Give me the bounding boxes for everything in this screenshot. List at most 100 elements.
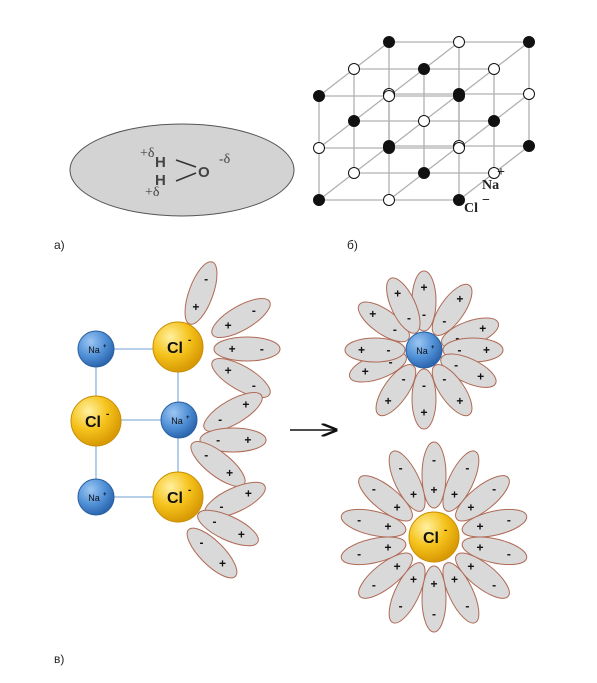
lattice-bond [318, 68, 355, 97]
water-dipole: +- [386, 277, 421, 334]
dipole-ellipse [411, 368, 437, 430]
dipole-plus: + [420, 281, 427, 295]
dipole-ellipse [184, 261, 218, 325]
water-dipole: +- [442, 450, 480, 512]
dipole-plus: + [226, 466, 233, 480]
lattice-chlorine-label: Cl [464, 201, 478, 216]
water-dipole: +- [199, 427, 267, 453]
chloride-atom [418, 63, 430, 75]
dipole-ellipse [455, 475, 510, 522]
sodium-atom [453, 142, 465, 154]
dipole-minus: - [372, 578, 376, 592]
dipole-plus: + [483, 343, 490, 357]
chloride-ion-label: Cl [167, 490, 183, 507]
water-dipole: +- [442, 562, 480, 624]
lattice-bond [423, 145, 460, 174]
dipole-minus: - [454, 358, 458, 372]
water-dipole: +- [388, 562, 426, 624]
dipole-plus: + [410, 488, 417, 502]
dipole-minus: - [252, 378, 256, 392]
dipole-ellipse [388, 562, 426, 624]
chloride-atom [523, 140, 535, 152]
sodium-ion: Na+ [77, 478, 115, 516]
lattice-bond [458, 172, 495, 201]
dipole-ellipse [211, 298, 271, 338]
dipole-ellipse [386, 277, 421, 334]
dipole-minus: - [216, 433, 220, 447]
ion-sphere [77, 478, 115, 516]
dipole-minus: - [407, 311, 411, 325]
sodium-ion-charge: + [103, 492, 107, 498]
dipole-minus: - [432, 607, 436, 621]
dipole-plus: + [245, 487, 252, 501]
dipole-minus: - [507, 547, 511, 561]
sodium-ion-charge: + [186, 415, 190, 421]
lattice-bond [493, 41, 530, 70]
dipole-minus: - [220, 499, 224, 513]
dipole-plus: + [420, 406, 427, 420]
water-dipole: +- [421, 565, 447, 633]
chloride-atom [523, 36, 535, 48]
dipole-ellipse [431, 283, 473, 336]
dipole-plus: + [385, 394, 392, 408]
lattice-bond [353, 93, 390, 122]
dipole-minus: - [252, 304, 256, 318]
water-dipole: +- [358, 475, 413, 522]
dipole-minus: - [399, 461, 403, 475]
dipole-plus: + [456, 394, 463, 408]
sodium-atom [348, 63, 360, 75]
dipole-plus: + [456, 292, 463, 306]
sodium-atom [453, 36, 465, 48]
dipole-plus: + [385, 520, 392, 534]
water-dipole: +- [213, 336, 281, 362]
chloride-atom [383, 36, 395, 48]
dipole-minus: - [465, 461, 469, 475]
chloride-ion-label: Cl [85, 414, 101, 431]
dipole-minus: - [507, 513, 511, 527]
caption-b: б) [347, 238, 358, 252]
water-dipole: +- [388, 450, 426, 512]
dipole-minus: - [204, 272, 208, 286]
lattice-atoms [313, 36, 535, 206]
lattice-sodium-label: Na [482, 178, 499, 193]
chloride-ion: Cl- [408, 511, 460, 563]
dipole-ellipse [421, 441, 447, 509]
lattice-bond [458, 68, 495, 97]
dipole-plus: + [430, 577, 437, 591]
ions: Na+Cl-Cl-Na+Na+Cl-Na+Cl- [70, 321, 460, 563]
hydrogen-atom-label: H [155, 172, 166, 189]
lattice-bond [493, 145, 530, 174]
dipole-plus: + [358, 343, 365, 357]
dipole-plus: + [430, 483, 437, 497]
dipole-minus: - [399, 599, 403, 613]
dipole-plus: + [225, 364, 232, 378]
dipole-plus: + [477, 369, 484, 383]
lattice-bond [458, 120, 495, 149]
ion-sphere [160, 401, 198, 439]
water-dipole: +- [411, 368, 437, 430]
nacl-lattice [313, 36, 535, 206]
dipole-ellipse [375, 364, 417, 417]
water-molecule-panel: +δ H O -δ H +δ [69, 123, 295, 217]
lattice-sodium-charge: + [497, 165, 505, 180]
dipole-minus: - [393, 323, 397, 337]
water-dipole: +- [186, 527, 238, 579]
dipole-minus: - [389, 355, 393, 369]
dipole-minus: - [455, 331, 459, 345]
water-dipole: +- [358, 552, 413, 599]
dipole-ellipse [358, 475, 413, 522]
lattice-bonds [318, 41, 530, 201]
water-dipole: +- [375, 364, 417, 417]
dipole-ellipse [357, 301, 410, 343]
water-dipole: +- [211, 358, 271, 398]
dipole-ellipse [440, 353, 497, 388]
lattice-bond [423, 41, 460, 70]
water-dipole: +- [357, 301, 410, 343]
dipole-minus: - [402, 372, 406, 386]
water-ellipse [69, 123, 295, 217]
dipole-minus: - [218, 412, 222, 426]
water-dipole: +- [431, 283, 473, 336]
dipole-minus: - [422, 379, 426, 393]
dipole-ellipse [340, 508, 407, 538]
